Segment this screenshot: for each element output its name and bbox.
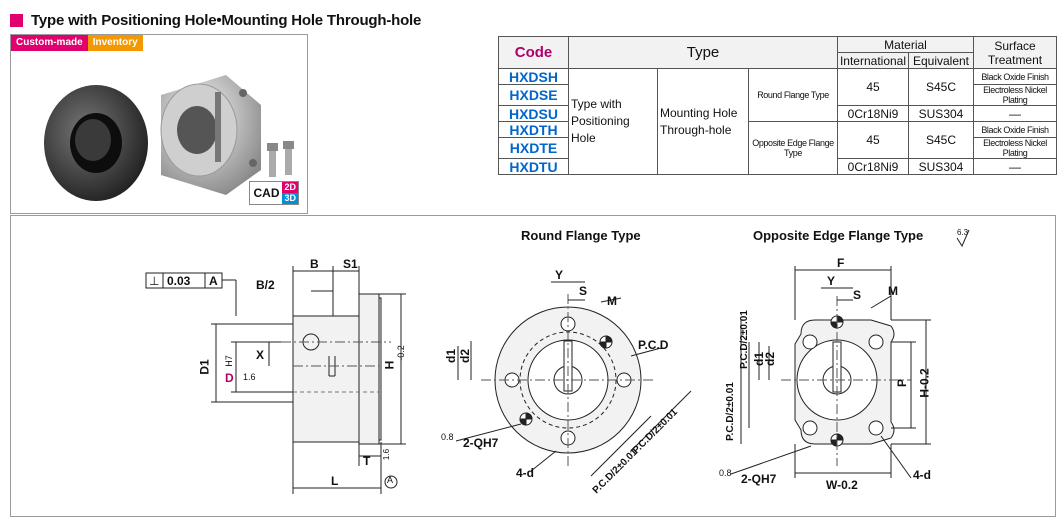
dim-y: Y xyxy=(555,268,564,282)
round-flange-view xyxy=(455,281,692,477)
mat-cell: S45C xyxy=(908,121,974,159)
dim-x: X xyxy=(256,348,265,362)
round-flange-cell: Round Flange Type xyxy=(748,68,838,122)
mat-cell: 45 xyxy=(837,68,909,106)
mat-cell: S45C xyxy=(908,68,974,106)
code-cell: HXDTE xyxy=(498,137,569,159)
custom-made-badge: Custom-made xyxy=(11,35,88,51)
label-m: M xyxy=(888,284,898,298)
th-international: International xyxy=(837,52,909,69)
mat-cell: 0Cr18Ni9 xyxy=(837,105,909,122)
label-4d: 4-d xyxy=(516,466,534,480)
cad-label: CAD xyxy=(253,186,280,200)
dim-d1: D1 xyxy=(197,359,212,375)
surface-cell: Black Oxide Finish xyxy=(973,121,1057,138)
dim-pcd-b: P.C.D/2±0.01 xyxy=(738,310,750,369)
mat-cell: SUS304 xyxy=(908,105,974,122)
dim-d: D xyxy=(225,371,234,385)
label-4d: 4-d xyxy=(913,468,931,482)
type-a-cell: Type with Positioning Hole xyxy=(568,68,658,175)
cad-3d[interactable]: 3D xyxy=(282,193,298,204)
dim-y: Y xyxy=(827,274,836,288)
side-view xyxy=(145,266,406,494)
tolerance-datum: A xyxy=(209,274,218,288)
dim-h: H xyxy=(382,360,397,370)
surface-cell: Electroless Nickel Plating xyxy=(973,137,1057,159)
th-type: Type xyxy=(568,36,838,69)
opposite-flange-cell: Opposite Edge Flange Type xyxy=(748,121,838,175)
mat-cell: SUS304 xyxy=(908,158,974,175)
dim-d2: d2 xyxy=(458,348,473,364)
th-material: Material xyxy=(837,36,974,53)
badge-row: Custom-made Inventory xyxy=(11,35,143,51)
dim-b: B xyxy=(310,257,319,271)
label-2q: 2-QH7 xyxy=(741,472,777,486)
spec-table: Code Type Material Surface Treatment Int… xyxy=(498,36,1057,175)
roughness-main: 6.3 xyxy=(957,228,969,237)
cad-2d[interactable]: 2D xyxy=(282,182,298,193)
label-m: M xyxy=(607,294,617,308)
code-cell: HXDTH xyxy=(498,121,569,138)
dim-s: S xyxy=(853,288,862,302)
datum-a: A xyxy=(387,475,394,485)
th-surface: Surface Treatment xyxy=(973,36,1057,69)
th-code: Code xyxy=(498,36,569,69)
tolerance-symbol: ⊥ xyxy=(149,274,160,288)
type-b-cell: Mounting Hole Through-hole xyxy=(657,68,749,175)
surface-cell: Electroless Nickel Plating xyxy=(973,84,1057,106)
dim-s1: S1 xyxy=(343,257,358,271)
roughness-opp: 0.8 xyxy=(719,468,732,478)
opposite-flange-view xyxy=(730,266,931,479)
dim-b2: B/2 xyxy=(256,278,275,292)
roughness-symbol xyxy=(956,229,970,248)
section-title: Type with Positioning Hole•Mounting Hole… xyxy=(31,11,422,29)
dim-pcd-a: P.C.D/2±0.01 xyxy=(724,382,736,441)
dim-w: W-0.2 xyxy=(826,478,858,492)
label-2q: 2-QH7 xyxy=(463,436,499,450)
mat-cell: 45 xyxy=(837,121,909,159)
code-cell: HXDSU xyxy=(498,105,569,122)
dim-p: P xyxy=(895,378,910,388)
dim-h: H-0.2 xyxy=(917,368,932,398)
dim-dh7: H7 xyxy=(223,355,234,367)
inventory-badge: Inventory xyxy=(87,35,143,51)
roughness-side: 1.6 xyxy=(243,372,256,382)
label-pcd: P.C.D xyxy=(638,338,669,352)
tolerance-value: 0.03 xyxy=(167,274,191,288)
surface-cell: — xyxy=(973,158,1057,175)
section-header: Type with Positioning Hole•Mounting Hole… xyxy=(10,10,421,30)
surface-cell: — xyxy=(973,105,1057,122)
technical-drawing xyxy=(145,229,970,494)
dim-d1: d1 xyxy=(444,348,459,364)
roughness-t: 1.6 xyxy=(382,448,392,461)
roughness-round: 0.8 xyxy=(441,432,454,442)
dim-l: L xyxy=(331,474,339,488)
opposite-flange-title: Opposite Edge Flange Type xyxy=(753,228,924,243)
surface-cell: Black Oxide Finish xyxy=(973,68,1057,85)
drawing-panel: Round Flange Type Opposite Edge Flange T… xyxy=(10,215,1056,517)
product-photo-image xyxy=(44,75,294,201)
dim-s: S xyxy=(579,284,588,298)
code-cell: HXDSE xyxy=(498,84,569,106)
dim-t: T xyxy=(363,454,371,468)
code-cell: HXDTU xyxy=(498,158,569,175)
dim-f: F xyxy=(837,256,845,270)
round-flange-title: Round Flange Type xyxy=(521,228,641,243)
dim-h-tol: -0.2 xyxy=(395,345,406,361)
code-cell: HXDSH xyxy=(498,68,569,85)
th-equivalent: Equivalent xyxy=(908,52,974,69)
dim-d2: d2 xyxy=(763,351,778,367)
mat-cell: 0Cr18Ni9 xyxy=(837,158,909,175)
header-marker-icon xyxy=(10,13,23,27)
